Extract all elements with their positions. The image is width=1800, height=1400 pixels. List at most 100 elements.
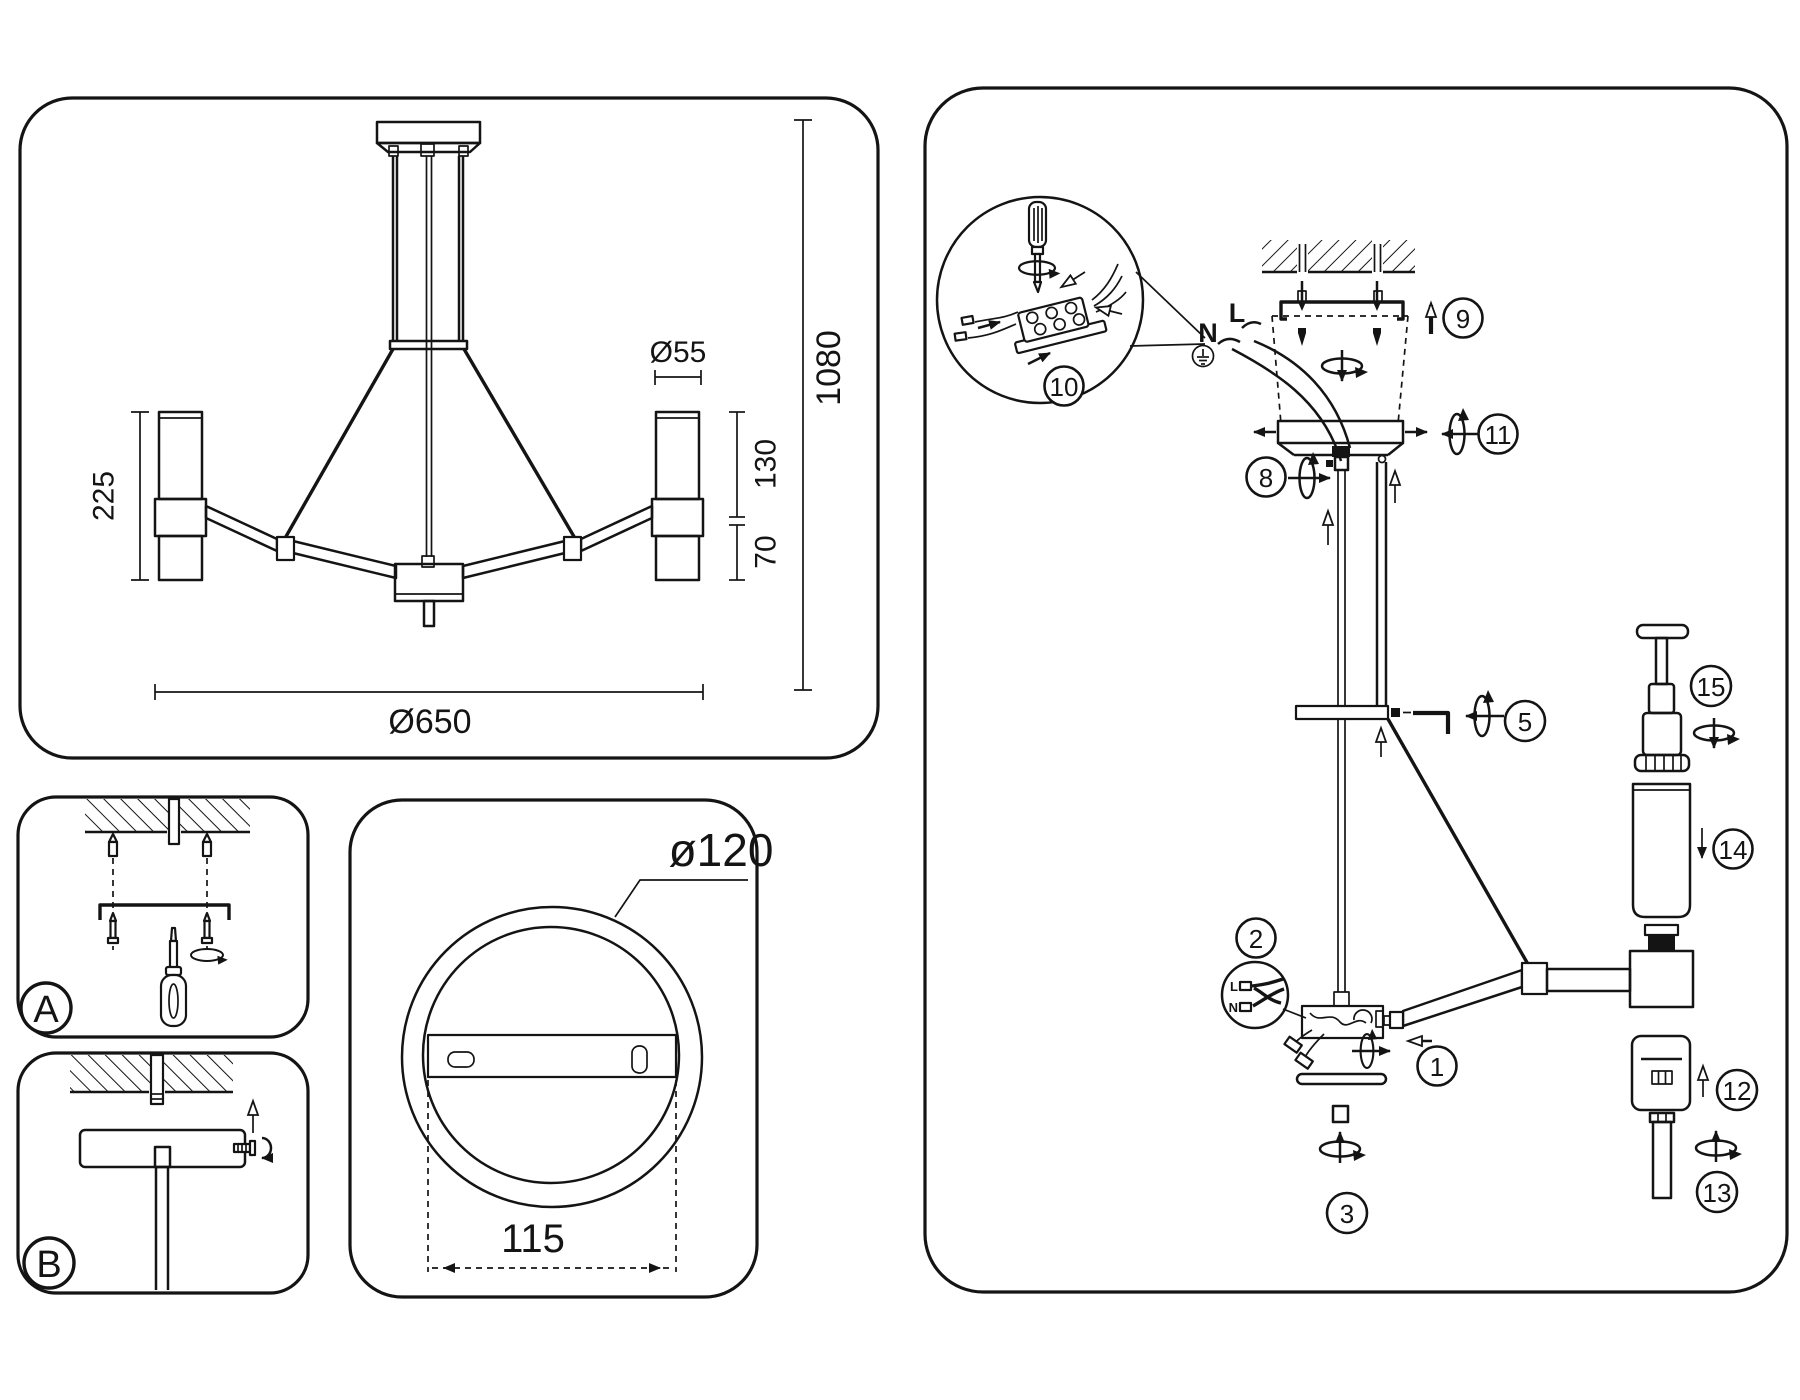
hub-socket xyxy=(1375,1010,1384,1028)
step-badge-8: 8 xyxy=(1245,456,1287,498)
ceiling-hatch xyxy=(70,1053,233,1106)
step-badge-3: 3 xyxy=(1325,1191,1369,1235)
arm-joint-left xyxy=(275,535,296,562)
rotate-step11 xyxy=(1441,406,1480,456)
wire-connector xyxy=(1294,1051,1314,1070)
svg-text:10: 10 xyxy=(1050,372,1079,402)
dim-lamp-height-label: 225 xyxy=(88,471,121,521)
canopy-cup xyxy=(375,120,482,157)
ceiling-hatch xyxy=(1262,238,1415,274)
screwdriver-icon xyxy=(1027,200,1048,294)
chandelier-drawing xyxy=(153,120,705,628)
suspension-rods xyxy=(388,143,469,568)
dim-upper-glass-label: 130 xyxy=(750,439,783,489)
cone-stays xyxy=(282,348,578,541)
socket-nipple xyxy=(1648,934,1675,952)
step-badge-5: 5 xyxy=(1503,699,1547,743)
mounting-bar xyxy=(426,1033,678,1079)
central-hub xyxy=(393,562,465,628)
svg-text:8: 8 xyxy=(1259,463,1273,493)
panel-canopy-view: ø120 115 xyxy=(348,798,774,1299)
wire-live-label: L xyxy=(1229,298,1246,328)
svg-text:12: 12 xyxy=(1723,1076,1752,1106)
mounting-bracket xyxy=(1279,290,1405,321)
step-badge-2: 2 xyxy=(1235,917,1277,959)
guide-arrow xyxy=(1059,271,1086,289)
arm-plug xyxy=(1388,1010,1405,1030)
step-a-badge: A xyxy=(19,981,73,1035)
step-b-badge: B xyxy=(22,1236,76,1290)
stem-nut xyxy=(1332,446,1350,457)
rod-collar-ring xyxy=(388,339,469,351)
dimension-fixture-diameter: Ø650 xyxy=(154,684,704,741)
lamp-left xyxy=(153,410,208,582)
slot-left xyxy=(447,1051,475,1068)
wire-connector xyxy=(1283,1035,1303,1054)
led-bulb xyxy=(1633,623,1691,773)
svg-text:13: 13 xyxy=(1703,1178,1732,1208)
panel-step-b-border xyxy=(16,1051,310,1295)
canopy-raise-outline xyxy=(1271,315,1409,425)
terminal-detail-circle: 10 xyxy=(935,195,1206,407)
hanging-screws xyxy=(1298,281,1381,311)
glass-shade xyxy=(1631,782,1692,919)
leader-line xyxy=(1282,1008,1307,1019)
panel-step-a-border xyxy=(16,795,310,1039)
detail-neutral-label: N xyxy=(1229,1000,1238,1015)
svg-text:15: 15 xyxy=(1697,672,1726,702)
svg-text:11: 11 xyxy=(1485,420,1512,450)
svg-text:2: 2 xyxy=(1249,924,1263,954)
drill-guides xyxy=(112,836,208,950)
rotate-step5 xyxy=(1465,688,1504,738)
dimension-canopy-diameter: ø120 xyxy=(614,824,774,918)
allen-key-path xyxy=(1413,710,1451,734)
arm-elbow xyxy=(1520,961,1549,996)
dimension-upper-glass: 130 xyxy=(729,411,783,518)
dim-hole-spacing-label: 115 xyxy=(501,1217,565,1261)
rotate-step15 xyxy=(1692,718,1742,749)
step-b-label: B xyxy=(36,1244,61,1286)
step-badge-11: 11 xyxy=(1477,413,1519,455)
wire-neutral-label: N xyxy=(1198,318,1218,348)
wire-detail-circle: L N xyxy=(1220,960,1307,1030)
panel-front-view-border xyxy=(18,96,880,760)
bottom-disc xyxy=(1295,1072,1388,1124)
sleeve-tube xyxy=(1648,1111,1676,1200)
dim-canopy-diameter-label: ø120 xyxy=(669,824,774,876)
hub-wires xyxy=(1309,1012,1367,1026)
svg-text:14: 14 xyxy=(1719,835,1748,865)
dim-total-height-label: 1080 xyxy=(810,330,848,406)
threaded-rod xyxy=(149,1053,165,1106)
dim-lower-glass-label: 70 xyxy=(750,535,783,568)
screwdriver-icon xyxy=(159,926,188,1028)
leader-line xyxy=(1135,271,1206,339)
insert-arrow xyxy=(1027,351,1051,366)
dimension-lamp-diameter: Ø55 xyxy=(650,336,707,385)
dimension-total-height: 1080 xyxy=(794,119,848,691)
dim-lamp-diameter-label: Ø55 xyxy=(650,336,707,369)
rotate-step3 xyxy=(1318,1131,1368,1163)
suspension-rod xyxy=(1337,462,1388,992)
step-badge-10: 10 xyxy=(1043,365,1085,407)
svg-text:9: 9 xyxy=(1456,304,1470,334)
canopy-outer-circle xyxy=(400,905,704,1209)
side-screw-icon xyxy=(232,1136,274,1163)
dimension-hole-spacing: 115 xyxy=(427,1080,677,1273)
ceiling-hatch xyxy=(85,797,250,846)
step-badge-14: 14 xyxy=(1712,828,1754,870)
wires xyxy=(953,263,1127,342)
step-a-label: A xyxy=(33,989,59,1031)
svg-text:1: 1 xyxy=(1430,1052,1444,1082)
diagonal-stay xyxy=(1386,718,1531,967)
panel-step-a: A xyxy=(16,795,310,1039)
panel-step-b: B xyxy=(16,1051,310,1295)
detail-live-label: L xyxy=(1230,979,1238,994)
step-badge-12: 12 xyxy=(1715,1068,1759,1112)
socket-nipple-cap xyxy=(1643,923,1680,937)
canopy-inner-circle xyxy=(421,925,681,1185)
dimension-lamp-height: 225 xyxy=(88,411,149,581)
dim-fixture-diameter-label: Ø650 xyxy=(388,703,471,741)
arm-assembly xyxy=(1383,923,1695,1030)
